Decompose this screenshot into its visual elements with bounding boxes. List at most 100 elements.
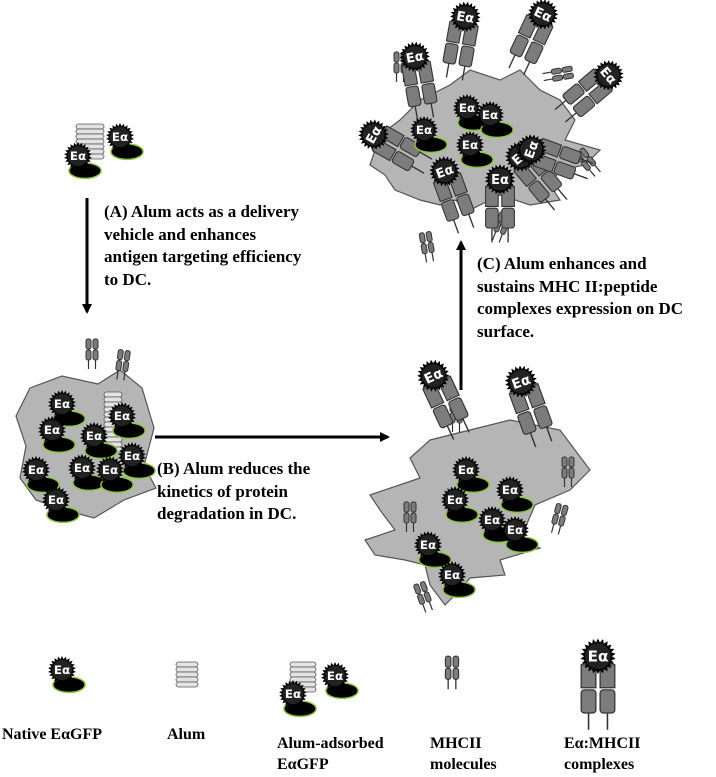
legend-complexes-label: Eα:MHCII complexes bbox=[564, 733, 664, 775]
ea-core bbox=[413, 119, 435, 141]
legend-alum-adsorbed-antigen: Eα bbox=[321, 662, 359, 700]
ea-core bbox=[99, 459, 121, 481]
internal-antigen: Eα bbox=[501, 516, 539, 554]
ea-core bbox=[67, 145, 89, 167]
ea-label: Eα bbox=[285, 687, 301, 701]
ea-label: Eα bbox=[458, 463, 474, 477]
ea-core bbox=[83, 425, 105, 447]
ea-label: Eα bbox=[327, 669, 343, 683]
ea-core bbox=[109, 126, 131, 148]
internal-antigen: Eα bbox=[438, 561, 476, 599]
internal-antigen: Eα bbox=[476, 101, 514, 139]
alum-plate bbox=[175, 671, 199, 678]
mhcii-molecule bbox=[542, 65, 574, 82]
ea-label: Eα bbox=[28, 463, 44, 477]
internal-antigen: Eα bbox=[80, 422, 118, 460]
mhcii-molecule bbox=[561, 456, 575, 487]
ea-core bbox=[488, 168, 512, 191]
ea-label: Eα bbox=[482, 108, 498, 122]
ea-label: Eα bbox=[44, 423, 60, 437]
complex-antigen: Eα bbox=[450, 1, 481, 33]
ea-label: Eα bbox=[405, 49, 425, 67]
ea-label: Eα bbox=[588, 648, 609, 666]
ea-core bbox=[456, 97, 478, 119]
alum-plate bbox=[289, 671, 317, 678]
alum-plate bbox=[103, 391, 123, 398]
ea-label: Eα bbox=[491, 173, 509, 188]
ea-label: Eα bbox=[420, 538, 436, 552]
legend-mhcii-icon bbox=[444, 655, 460, 690]
alum-layer bbox=[75, 123, 317, 693]
caption-c-line: complexes expression on DC bbox=[477, 299, 684, 318]
ea-label: Eα bbox=[54, 663, 70, 677]
ea-label: Eα bbox=[459, 101, 475, 115]
caption-c: (C) Alum enhances and sustains MHC II:pe… bbox=[477, 253, 713, 343]
mhcii-molecule bbox=[115, 349, 131, 381]
ea-label: Eα bbox=[74, 461, 90, 475]
ea-core bbox=[421, 364, 445, 388]
ea-core bbox=[504, 519, 526, 541]
ea-label: Eα bbox=[112, 130, 128, 144]
ea-label: Eα bbox=[422, 365, 446, 387]
ea-mhcii-complex: Eα bbox=[554, 60, 624, 123]
legend-alum-adsorbed-line: EαGFP bbox=[277, 756, 329, 773]
internal-antigen: Eα bbox=[96, 456, 134, 494]
internal-antigen: Eα bbox=[452, 456, 490, 494]
complex-antigen: Eα bbox=[484, 164, 516, 195]
caption-c-line: surface. bbox=[477, 321, 535, 341]
ea-core bbox=[455, 459, 477, 481]
ea-label: Eα bbox=[114, 409, 130, 423]
ea-core bbox=[25, 459, 47, 481]
ea-core bbox=[520, 138, 543, 161]
legend-alum-icon bbox=[175, 661, 199, 688]
mhcii-molecule bbox=[550, 503, 569, 535]
ea-mhcii-complex: Eα bbox=[504, 365, 553, 448]
internal-antigen: Eα bbox=[22, 456, 60, 494]
ea-core bbox=[41, 419, 63, 441]
ea-core bbox=[121, 445, 143, 467]
ea-label: Eα bbox=[102, 463, 118, 477]
internal-antigen: Eα bbox=[410, 116, 448, 154]
complex-antigen: Eα bbox=[399, 41, 430, 73]
ea-label: Eα bbox=[447, 493, 463, 507]
complex-antigen: Eα bbox=[527, 0, 559, 30]
caption-b-line: kinetics of protein bbox=[157, 481, 288, 501]
internal-antigen: Eα bbox=[108, 402, 146, 440]
ea-mhcii-complex: Eα bbox=[358, 119, 433, 174]
ea-core bbox=[362, 123, 385, 146]
ea-label: Eα bbox=[455, 9, 475, 27]
caption-a-line: vehicle and enhances bbox=[104, 224, 257, 244]
internal-antigen: Eα bbox=[414, 531, 452, 569]
ea-label: Eα bbox=[70, 149, 86, 163]
ea-label: Eα bbox=[416, 123, 432, 137]
alum-plate bbox=[75, 128, 105, 135]
caption-c-line: sustains MHC II:peptide bbox=[477, 276, 658, 296]
legend-complexes-line: Eα:MHCII bbox=[564, 735, 641, 752]
ea-core bbox=[282, 683, 304, 705]
ea-core bbox=[441, 564, 463, 586]
ea-mhcii-complex: Eα bbox=[417, 359, 470, 440]
ea-core bbox=[509, 370, 533, 394]
internal-antigen: Eα bbox=[42, 486, 80, 524]
caption-a-line: antigen targeting efficiency bbox=[104, 247, 302, 266]
mhcii-molecule bbox=[418, 231, 435, 263]
alum-plate bbox=[289, 676, 317, 683]
legend-mhcii-line: MHCII bbox=[430, 735, 482, 752]
complex-antigen: Eα bbox=[429, 155, 460, 187]
complex-antigen: Eα bbox=[580, 638, 616, 675]
legend-complex-icon: Eα bbox=[580, 638, 616, 730]
ea-core bbox=[324, 665, 346, 687]
alum-plate bbox=[103, 396, 123, 403]
alum-plate bbox=[175, 681, 199, 688]
alum-plate bbox=[175, 666, 199, 673]
ea-core bbox=[481, 509, 503, 531]
ea-mhcii-complex: Eα bbox=[484, 164, 516, 243]
mhcii-molecule bbox=[413, 581, 433, 613]
ea-mhcii-complex: Eα bbox=[508, 0, 559, 76]
ea-core bbox=[444, 489, 466, 511]
legend-mhcii-line: molecules bbox=[430, 756, 497, 773]
ea-label: Eα bbox=[124, 449, 140, 463]
complex-antigen: Eα bbox=[593, 60, 624, 91]
